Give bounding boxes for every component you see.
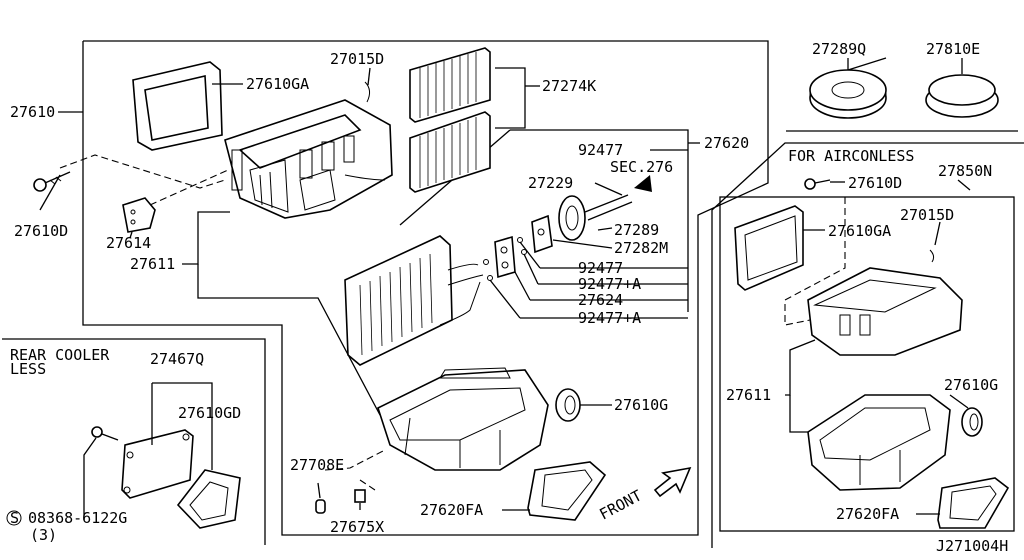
front-arrow-icon: [653, 466, 692, 498]
label-27610D: 27610D: [14, 222, 68, 240]
label-92477A-1: 92477+A: [578, 275, 641, 293]
label-27610GA: 27610GA: [246, 75, 309, 93]
label-08368-qty: (3): [30, 526, 57, 544]
cover-27467Q: [121, 429, 194, 499]
filter-27274K-upper: [409, 47, 491, 123]
clip-27708E: [315, 499, 326, 514]
label-27610GD: 27610GD: [178, 404, 241, 422]
label-diagram-id: J271004H: [936, 537, 1008, 555]
label-27675X: 27675X: [330, 518, 384, 536]
arrow-sec276: [634, 175, 652, 192]
bracket-27614: [122, 197, 156, 233]
label-b27015D: 27015D: [900, 206, 954, 224]
leader-dash-27708E: [324, 449, 386, 471]
label-27282M: 27282M: [614, 239, 668, 257]
leader-dash-2: [149, 169, 229, 206]
main-assembly-frame: [82, 40, 769, 536]
label-27708E: 27708E: [290, 456, 344, 474]
seal-27620FA: [527, 461, 607, 521]
grommet-b27610G: [961, 407, 983, 437]
label-27274K: 27274K: [542, 77, 596, 95]
leader-dash-b1: [784, 197, 846, 326]
screw-27610D: [33, 171, 71, 192]
label-27289Q: 27289Q: [812, 40, 866, 58]
label-s-symbol: S: [10, 509, 19, 527]
label-less: LESS: [10, 360, 46, 378]
label-b27610GA: 27610GA: [828, 222, 891, 240]
label-27614: 27614: [106, 234, 151, 252]
label-b27611: 27611: [726, 386, 771, 404]
grommet-27610G: [555, 388, 581, 422]
grommet-27289: [558, 195, 586, 241]
intake-frame-b27610GA: [734, 205, 804, 291]
leader-dash-1: [59, 154, 226, 189]
case-lower-b27611: [807, 394, 951, 491]
filter-27274K-lower: [409, 111, 491, 193]
label-27015D: 27015D: [330, 50, 384, 68]
leader-dash-27675X: [359, 479, 376, 491]
pipe-27229: [584, 175, 652, 221]
label-27229: 27229: [528, 174, 573, 192]
bracket-27274K: [495, 67, 526, 129]
label-27624: 27624: [578, 291, 623, 309]
label-08368: 08368-6122G: [28, 509, 127, 527]
plug-27810E: [925, 74, 999, 118]
label-for-airconless: FOR AIRCONLESS: [788, 147, 914, 165]
label-27620: 27620: [704, 134, 749, 152]
s-symbol: [6, 510, 22, 526]
label-sec276: SEC.276: [610, 158, 673, 176]
label-rear-cooler: REAR COOLER: [10, 346, 110, 364]
label-92477-top: 92477: [578, 141, 623, 159]
leader-lines: [39, 57, 971, 520]
label-27611: 27611: [130, 255, 175, 273]
label-92477A-2: 92477+A: [578, 309, 641, 327]
aircon-less-frame: [711, 142, 1024, 548]
label-27289: 27289: [614, 221, 659, 239]
screw-08368: [91, 426, 119, 441]
label-27810E: 27810E: [926, 40, 980, 58]
seal-27610GD: [176, 469, 241, 529]
evaporator-core: [344, 235, 484, 366]
label-b27610G: 27610G: [944, 376, 998, 394]
label-b27620FA: 27620FA: [836, 505, 899, 523]
expansion-valve-27624: [494, 235, 516, 279]
label-front: FRONT: [596, 486, 644, 523]
insulator-27282M: [531, 214, 553, 254]
seal-b27620FA: [937, 477, 1010, 529]
intake-door-frame-27610GA: [132, 61, 223, 151]
label-b27610D: 27610D: [848, 174, 902, 192]
label-92477-mid: 92477: [578, 259, 623, 277]
grommet-27289Q: [809, 69, 887, 119]
case-upper-b: [807, 249, 963, 356]
label-27610: 27610: [10, 103, 55, 121]
clip-27675X: [354, 489, 366, 503]
label-b27850N: 27850N: [938, 162, 992, 180]
rear-cooler-frame: [2, 338, 266, 545]
label-27467Q: 27467Q: [150, 350, 204, 368]
screw-b27610D: [804, 178, 831, 190]
heater-case-upper: [224, 81, 393, 219]
label-27620FA: 27620FA: [420, 501, 483, 519]
part-labels: 27610 27610GA 27015D 27274K 27620 92477 …: [10, 40, 1008, 555]
case-lower-27611: [377, 367, 549, 471]
label-27610G: 27610G: [614, 396, 668, 414]
